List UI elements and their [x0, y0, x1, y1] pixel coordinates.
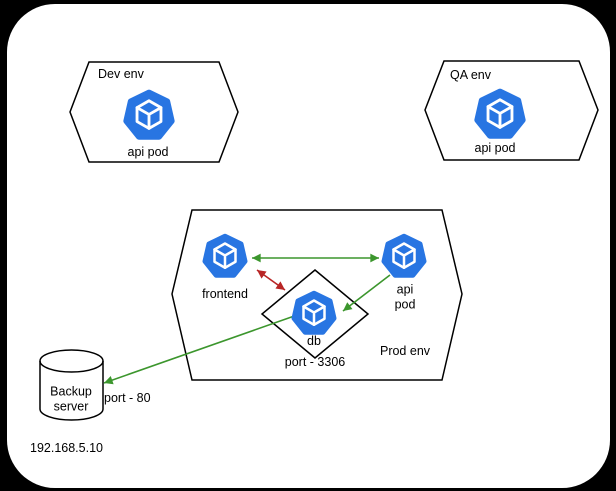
edge-frontend-db[interactable] — [256, 269, 286, 291]
cylinder-backup-server[interactable] — [39, 349, 104, 421]
pod-icon-frontend[interactable] — [205, 236, 245, 275]
pod-icon-db[interactable] — [294, 293, 334, 332]
pod-icon-prod-api[interactable] — [384, 236, 424, 275]
pod-icon-qa-api[interactable] — [477, 91, 523, 135]
pod-icon-dev-api[interactable] — [126, 92, 172, 136]
edge-api-db[interactable] — [342, 274, 391, 312]
edge-db-backup[interactable] — [103, 313, 301, 385]
